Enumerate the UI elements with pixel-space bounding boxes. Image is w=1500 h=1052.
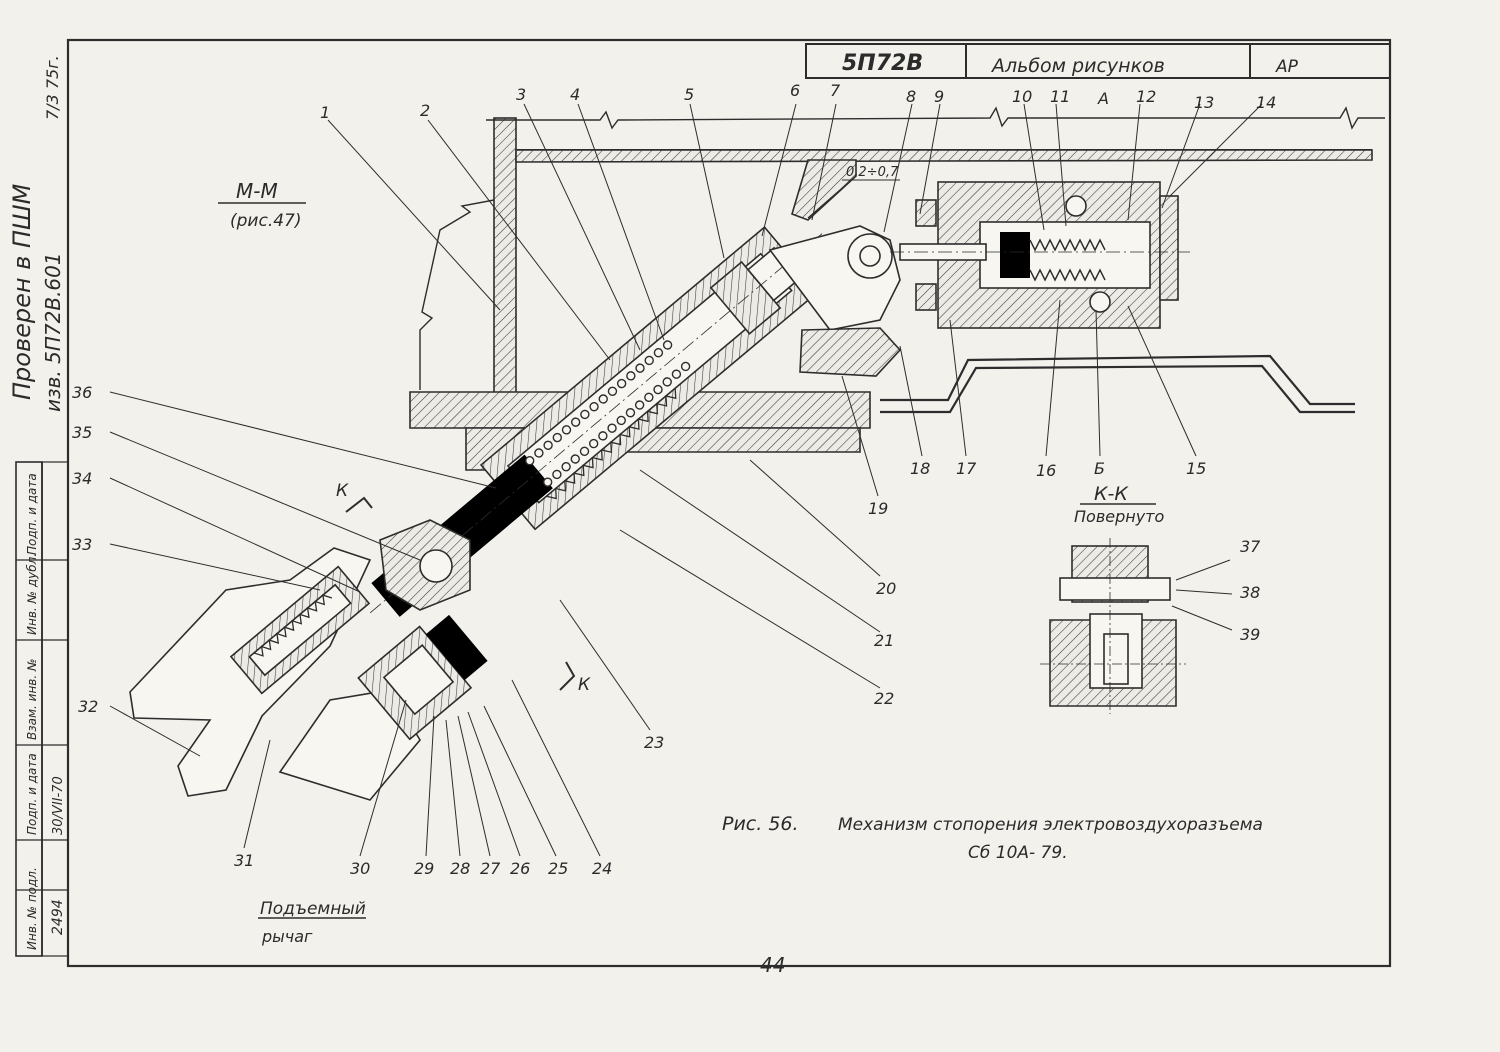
callout-28: 28 (450, 859, 470, 878)
callout-39: 39 (1240, 625, 1260, 644)
view-mm-label: М-М (рис.47) (218, 179, 306, 231)
callout-23: 23 (644, 733, 664, 752)
callout-15: 15 (1186, 459, 1206, 478)
svg-text:К: К (578, 675, 591, 695)
callout-38: 38 (1240, 583, 1260, 602)
callout-36: 36 (72, 383, 92, 402)
callout-22: 22 (874, 689, 894, 708)
lever-label: Подъемный рычаг (258, 899, 366, 946)
gap-dimension: 0,2÷0,7 (842, 165, 900, 181)
callout-8: 8 (906, 87, 916, 106)
title-tag: АР (1275, 57, 1299, 77)
callout-33: 33 (72, 535, 92, 554)
callout-12: 12 (1136, 87, 1156, 106)
callout-7: 7 (830, 81, 841, 100)
stamp-label-4: Подп. и дата (25, 473, 39, 555)
callout-31: 31 (234, 851, 254, 870)
title-block: 5П72В Альбом рисунков АР (805, 43, 1391, 79)
figure-caption: Рис. 56. Механизм стопорения электровозд… (722, 813, 1263, 863)
caption-sub: Сб 10А- 79. (968, 843, 1068, 863)
stamp-line2: изв. 5П72В.601 (41, 252, 65, 412)
car-body-section (409, 106, 1385, 471)
callout-19: 19 (868, 499, 888, 518)
callout-numbers: 1 2 3 4 5 6 7 8 9 10 11 12 13 14 15 16 1… (72, 81, 1276, 878)
leader-lines (109, 103, 1263, 857)
caption-title: Механизм стопорения электровоздухоразъем… (838, 815, 1263, 835)
svg-text:М-М: М-М (236, 179, 278, 203)
callout-10: 10 (1012, 87, 1032, 106)
letter-a: А (1097, 89, 1109, 108)
section-kk: К-К Повернуто (1040, 483, 1233, 714)
callout-11: 11 (1050, 87, 1070, 106)
callout-4: 4 (570, 85, 580, 104)
callout-5: 5 (684, 85, 694, 104)
callout-9: 9 (934, 87, 944, 106)
callout-3: 3 (516, 85, 526, 104)
stamp-line3: 7/3 75г. (43, 55, 62, 120)
svg-text:К: К (336, 481, 349, 501)
svg-text:0,2÷0,7: 0,2÷0,7 (846, 165, 899, 180)
svg-text:Повернуто: Повернуто (1074, 507, 1165, 526)
stamp-label-2: Взам. инв. № (25, 659, 39, 740)
stamp-date-value: 30/VII-70 (51, 776, 66, 835)
callout-32: 32 (78, 697, 98, 716)
callout-17: 17 (956, 459, 977, 478)
stamp-label-3: Инв. № дубл. (25, 553, 39, 635)
callout-18: 18 (910, 459, 930, 478)
callout-1: 1 (320, 103, 330, 122)
callout-24: 24 (592, 859, 612, 878)
svg-text:рычаг: рычаг (261, 927, 313, 946)
callout-14: 14 (1256, 93, 1276, 112)
callout-13: 13 (1194, 93, 1214, 112)
svg-text:К-К: К-К (1094, 483, 1129, 505)
callout-20: 20 (876, 579, 896, 598)
callout-29: 29 (414, 859, 434, 878)
stamp-inv-value: 2494 (50, 899, 66, 935)
stamp-label-1: Подп. и дата (25, 753, 39, 835)
callout-25: 25 (548, 859, 568, 878)
callout-35: 35 (72, 423, 92, 442)
callout-26: 26 (510, 859, 530, 878)
callout-30: 30 (350, 859, 370, 878)
page-number: 44 (760, 953, 785, 977)
section-marks-k: К К (336, 481, 591, 695)
title-code: 5П72В (842, 51, 923, 76)
lock-block (890, 181, 1190, 329)
letter-b: Б (1094, 459, 1105, 478)
svg-text:(рис.47): (рис.47) (230, 211, 302, 231)
lifting-lever-assembly (129, 519, 488, 801)
side-stamp: Проверен в ПШМ изв. 5П72В.601 7/3 75г. И… (8, 55, 69, 957)
callout-16: 16 (1036, 461, 1056, 480)
caption-fig: Рис. 56. (722, 813, 799, 835)
stamp-line1: Проверен в ПШМ (8, 183, 36, 400)
callout-37: 37 (1240, 537, 1261, 556)
callout-21: 21 (874, 631, 894, 650)
callout-27: 27 (480, 859, 501, 878)
svg-text:Подъемный: Подъемный (260, 899, 366, 919)
stamp-label-0: Инв. № подл. (25, 867, 39, 950)
latch-lever (768, 159, 902, 377)
callout-2: 2 (420, 101, 430, 120)
title-album: Альбом рисунков (990, 55, 1165, 77)
callout-6: 6 (790, 81, 800, 100)
callout-34: 34 (72, 469, 92, 488)
